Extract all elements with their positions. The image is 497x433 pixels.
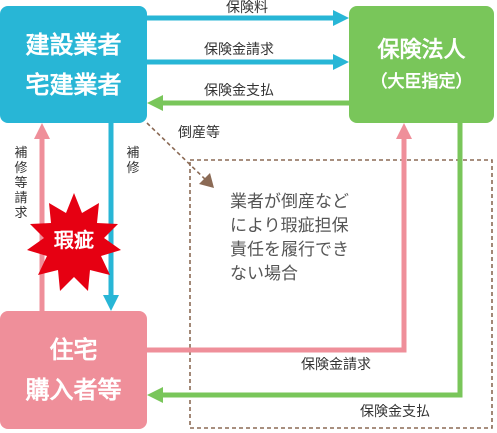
claim-bottom-arrow-head: [396, 123, 412, 139]
defect-starburst: [27, 193, 121, 291]
claim-bottom-arrow-line: [147, 137, 407, 353]
repair-request-arrow-head: [34, 123, 50, 139]
note-line: ない場合: [230, 264, 298, 284]
bankruptcy-note: 業者が倒産など により瑕疵担保 責任を履行でき ない場合: [230, 190, 349, 286]
repair-request-label-col2: 請求: [14, 191, 28, 221]
buyer-node: 住宅 購入者等: [0, 311, 147, 429]
builder-node: 建設業者 宅建業者: [0, 6, 147, 123]
bankruptcy-region: [189, 159, 493, 429]
repair-arrow-head: [103, 295, 119, 311]
claim-bottom-label: 保険金請求: [301, 357, 371, 373]
note-line: により瑕疵担保: [230, 216, 349, 236]
payment-bottom-label: 保険金支払: [360, 404, 430, 420]
bankruptcy-arrow-head: [199, 173, 214, 188]
note-line: 責任を履行でき: [230, 240, 349, 260]
buyer-label-line1: 住宅: [49, 336, 98, 364]
payment-bottom-arrow-head: [147, 387, 163, 403]
payment-top-arrow-head: [147, 95, 163, 111]
insurer-label-line1: 保険法人: [377, 37, 466, 63]
defect-label: 瑕疵: [54, 228, 94, 252]
repair-request-label-col1: 補修等: [14, 146, 28, 191]
insurer-label-line2: （大臣指定）: [370, 71, 473, 92]
payment-top-label: 保険金支払: [204, 83, 274, 99]
builder-label-line2: 宅建業者: [25, 70, 122, 99]
claim-top-label: 保険金請求: [204, 42, 274, 58]
bankruptcy-label: 倒産等: [178, 125, 220, 141]
premium-arrow-head: [333, 10, 349, 26]
note-line: 業者が倒産など: [230, 192, 349, 212]
premium-label: 保険料: [226, 0, 268, 16]
builder-label-line1: 建設業者: [25, 30, 122, 59]
claim-top-arrow-head: [333, 54, 349, 70]
insurer-node: 保険法人 （大臣指定）: [349, 6, 494, 123]
buyer-label-line2: 購入者等: [25, 376, 122, 404]
repair-label: 補修: [126, 146, 140, 176]
payment-bottom-arrow-line: [160, 123, 463, 398]
